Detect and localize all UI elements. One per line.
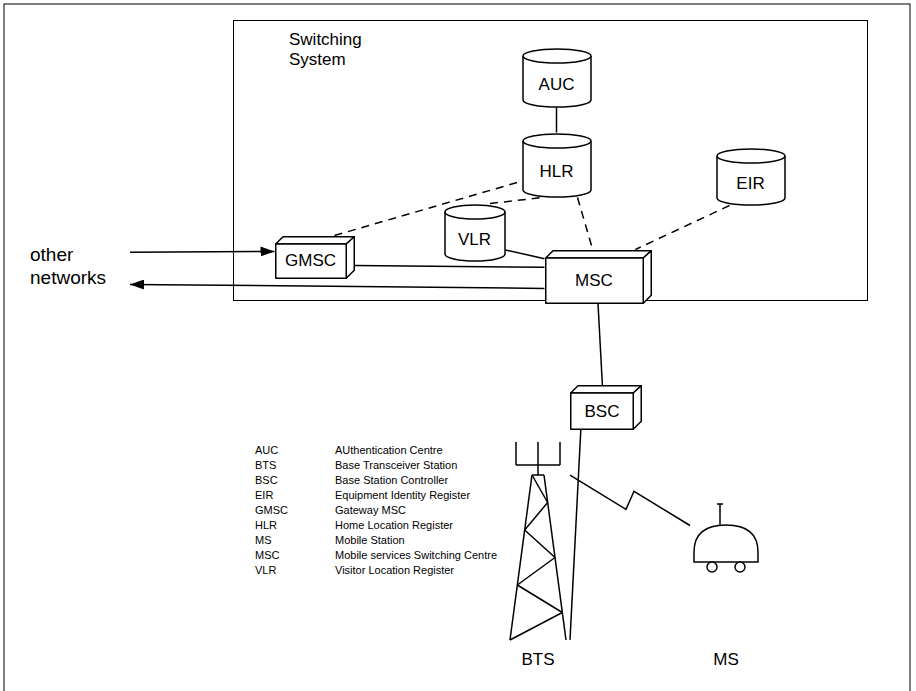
- node-label: HLR: [539, 162, 573, 182]
- signalling-link: [490, 198, 543, 204]
- connection-line: [570, 430, 581, 640]
- system-heading: Switching System: [289, 30, 384, 70]
- node-label: MS: [713, 650, 739, 670]
- cylinder-top: [523, 49, 591, 63]
- cylinder-top: [717, 149, 785, 163]
- vehicle-wheel: [707, 562, 717, 572]
- tower-stroke: [525, 503, 548, 531]
- abbreviation: VLR: [255, 564, 276, 577]
- vehicle-antenna: [719, 504, 721, 525]
- connection-line: [506, 250, 545, 259]
- signalling-link: [635, 206, 729, 250]
- cube-face: [643, 250, 651, 303]
- node-label: MSC: [575, 271, 613, 291]
- cylinder-body: [523, 141, 591, 197]
- database-cylinder: EIR: [716, 148, 786, 206]
- tower-stroke: [517, 558, 555, 586]
- tower-stroke: [510, 613, 562, 641]
- node-label: AUC: [539, 75, 575, 95]
- connection-line: [598, 304, 602, 386]
- abbreviation: MSC: [255, 549, 279, 562]
- abbreviation-meaning: Equipment Identity Register: [335, 489, 470, 502]
- abbreviation-meaning: Base Transceiver Station: [335, 459, 457, 472]
- tower-stroke: [559, 442, 561, 465]
- abbreviation: GMSC: [255, 504, 288, 517]
- node-label: GMSC: [285, 251, 336, 271]
- mobile-station: MS: [690, 500, 762, 670]
- tower-stroke: [525, 530, 555, 558]
- cube-face: [571, 393, 634, 429]
- vehicle-body: [694, 525, 758, 562]
- database-cylinder: HLR: [522, 133, 592, 198]
- abbreviation-meaning: Visitor Location Register: [335, 564, 454, 577]
- database-cylinder: VLR: [444, 204, 506, 262]
- tower-drawing: [506, 438, 570, 670]
- antenna-tip: [717, 503, 723, 505]
- abbreviation: AUC: [255, 444, 278, 457]
- cylinder-top: [523, 134, 591, 148]
- radio-link: [570, 475, 690, 525]
- tower-stroke: [532, 475, 548, 503]
- connection-line: [556, 108, 558, 133]
- switch-cube: MSC: [545, 250, 652, 304]
- abbreviation-meaning: Home Location Register: [335, 519, 453, 532]
- abbreviation-meaning: AUthentication Centre: [335, 444, 443, 457]
- switch-cube: GMSC: [275, 236, 355, 279]
- tower-stroke: [515, 442, 517, 465]
- abbreviation-meaning: Gateway MSC: [335, 504, 406, 517]
- cube-face: [275, 236, 354, 243]
- cube-face: [545, 250, 651, 257]
- connection-line: [130, 251, 275, 253]
- node-label: VLR: [458, 230, 491, 250]
- node-label: BTS: [521, 650, 554, 670]
- node-label: EIR: [736, 174, 764, 194]
- abbreviation: BSC: [255, 474, 278, 487]
- abbreviation: BTS: [255, 459, 276, 472]
- node-label: other networks: [30, 243, 130, 289]
- connection-line: [130, 284, 545, 288]
- tower-stroke: [510, 475, 532, 640]
- switching-system-box: Switching SystemAUC HLR EIR VLR GMSC MSC: [233, 20, 868, 301]
- abbreviation: HLR: [255, 519, 277, 532]
- cylinder-top: [445, 205, 505, 219]
- mobile-drawing: [690, 500, 762, 670]
- node-label: BSC: [585, 402, 620, 422]
- abbreviation-meaning: Mobile services Switching Centre: [335, 549, 497, 562]
- tower-stroke: [537, 442, 539, 475]
- cube-face: [346, 236, 354, 278]
- cube-face: [275, 244, 346, 278]
- tower-stroke: [517, 585, 562, 613]
- cube-face: [571, 386, 642, 393]
- controller-cube: BSC: [570, 385, 642, 430]
- connection-line: [355, 266, 545, 268]
- vehicle-wheel: [735, 562, 745, 572]
- database-cylinder: AUC: [522, 48, 592, 108]
- network-label-node: other networks: [30, 243, 130, 289]
- signalling-link: [578, 198, 593, 250]
- abbreviation-meaning: Mobile Station: [335, 534, 405, 547]
- cube-face: [633, 386, 641, 430]
- outer-frame: [4, 4, 910, 691]
- abbreviation: EIR: [255, 489, 273, 502]
- cube-face: [545, 258, 643, 303]
- abbreviation-meaning: Base Station Controller: [335, 474, 448, 487]
- abbreviation: MS: [255, 534, 272, 547]
- antenna-tower: BTS: [506, 438, 570, 670]
